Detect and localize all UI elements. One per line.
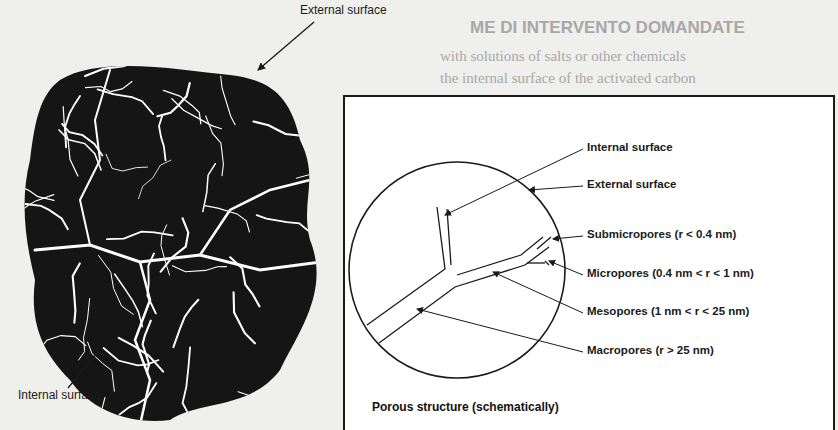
inset-box: Porous structure (schematically) Internal… — [343, 95, 835, 430]
caption-text: Porous structure (schematically) — [372, 400, 559, 414]
part-label: Internal surface — [18, 389, 101, 403]
part-label: External surface — [587, 178, 677, 191]
part-label: Micropores (0.4 nm < r < 1 nm) — [587, 267, 754, 280]
leader-line — [68, 352, 98, 388]
part-label: Mesopores (1 nm < r < 25 nm) — [587, 305, 749, 318]
part-label: Internal surface — [587, 141, 673, 154]
part-label: Submicropores (r < 0.4 nm) — [587, 228, 736, 241]
bleed-through-text: the internal surface of the activated ca… — [440, 70, 696, 87]
carbon-particle — [25, 66, 317, 421]
part-label: External surface — [300, 4, 387, 18]
bleed-through-text: with solutions of salts or other chemica… — [440, 48, 686, 65]
leader-line — [258, 22, 314, 70]
part-label: Macropores (r > 25 nm) — [587, 344, 714, 357]
bleed-through-text: ME DI INTERVENTO DOMANDATE — [470, 18, 745, 38]
pore-cracks — [9, 57, 351, 430]
